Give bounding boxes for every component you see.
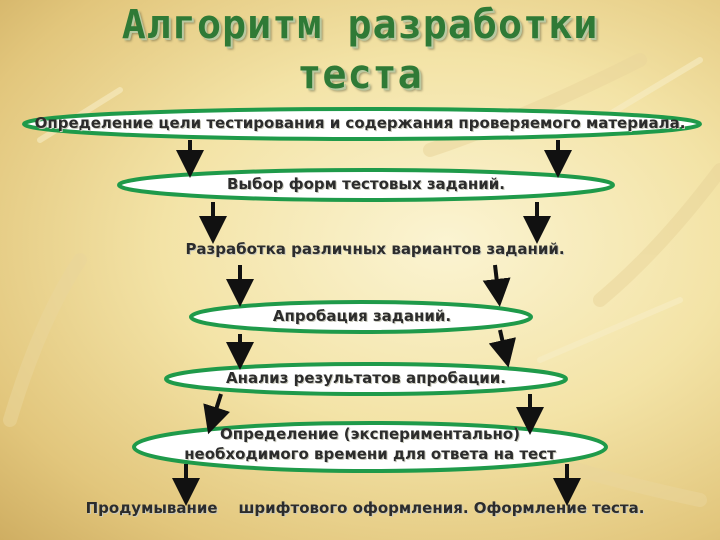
arrow-5-left xyxy=(203,393,230,435)
step-4-ellipse xyxy=(189,300,533,334)
step-2-ellipse xyxy=(117,168,615,202)
title-line-2: теста xyxy=(297,52,423,98)
step-5-label: Анализ результатов апробации. xyxy=(226,369,506,387)
step-6-ellipse xyxy=(132,421,608,473)
step-2-label: Выбор форм тестовых заданий. xyxy=(226,175,505,193)
step-1-ellipse xyxy=(22,107,702,141)
title-line-1: Алгоритм разработки xyxy=(121,2,599,48)
step-3-label: Разработка различных вариантов заданий. xyxy=(185,240,565,258)
step-4-label: Апробация заданий. xyxy=(272,307,452,325)
step-5-ellipse xyxy=(164,362,568,396)
step-1-label: Определение цели тестирования и содержан… xyxy=(34,114,686,132)
step-6-label-line-1: Определение (экспериментально) xyxy=(220,425,520,443)
arrow-3-right xyxy=(482,264,511,307)
arrow-4-right xyxy=(488,329,516,368)
step-6-label-line-2: необходимого времени для ответа на тест xyxy=(184,445,556,463)
step-7-label: Продумывание шрифтового оформления. Офор… xyxy=(85,499,645,517)
